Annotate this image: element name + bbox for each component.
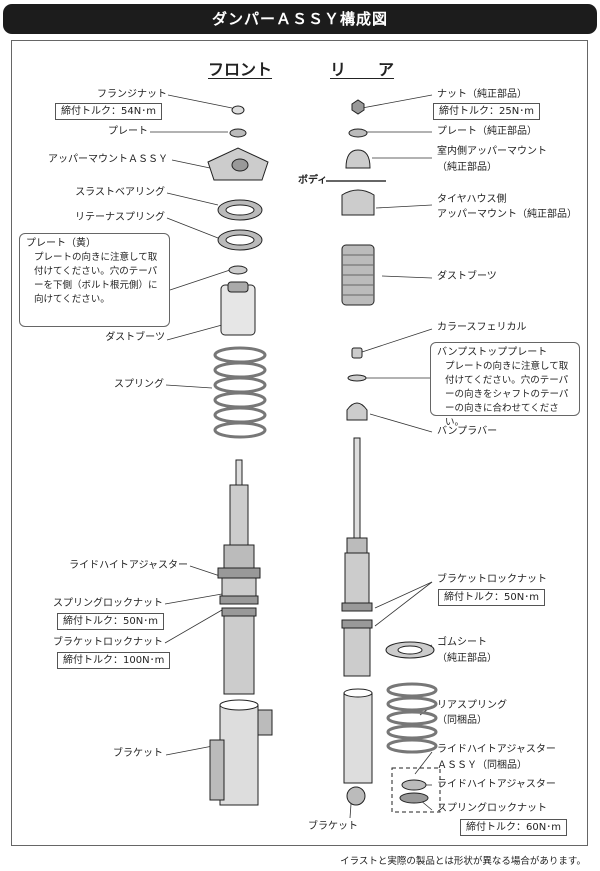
label-spring-lock-nut: スプリングロックナット: [53, 598, 163, 609]
rear-parts: [341, 99, 441, 813]
torque-bracket-lock-nut: 締付トルク：100N･m: [57, 652, 171, 669]
label-tire-mount-2: アッパーマウント（純正部品）: [437, 209, 577, 220]
label-bracket: ブラケット: [113, 748, 163, 759]
label-rear-ride-height-adjuster: ライドハイトアジャスター: [437, 779, 556, 790]
label-rubber-seat: ゴムシート: [437, 637, 487, 648]
label-tire-mount: タイヤハウス側: [437, 194, 507, 205]
label-inner-mount: 室内側アッパーマウント: [437, 146, 547, 157]
heading-rear: リ ア: [330, 60, 395, 79]
label-rear-spring-2: （同梱品）: [437, 715, 487, 726]
note-body: プレートの向きに注意して取付けてください。穴のテーパーを下側（ボルト根元側）に向…: [34, 252, 158, 305]
note-title: バンプストッププレート: [437, 347, 548, 358]
label-plate: プレート: [108, 126, 148, 137]
label-rear-bracket-lock-nut: ブラケットロックナット: [437, 574, 547, 585]
leader-lines: [150, 94, 433, 819]
label-inner-mount-note: （純正部品）: [437, 162, 497, 173]
torque-rear-bracket-lock-nut: 締付トルク：50N･m: [438, 589, 545, 606]
label-rha-assy-2: ＡＳＳＹ（同梱品）: [437, 760, 527, 771]
front-plate-note: プレート（黄） プレートの向きに注意して取付けてください。穴のテーパーを下側（ボ…: [19, 233, 170, 327]
label-rear-plate: プレート（純正部品）: [437, 126, 537, 137]
rear-bump-plate-note: バンプストッププレート プレートの向きに注意して取付けてください。穴のテーパーの…: [430, 342, 580, 428]
label-upper-mount: アッパーマウントＡＳＳＹ: [48, 154, 168, 165]
label-rear-spring: リアスプリング: [437, 700, 507, 711]
label-ride-height-adjuster: ライドハイトアジャスター: [69, 560, 188, 571]
footer-disclaimer: イラストと実際の製品とは形状が異なる場合があります。: [340, 856, 586, 867]
note-body: プレートの向きに注意して取付けてください。穴のテーパーの向きをシャフトのテーパー…: [445, 361, 569, 428]
torque-rear-spring-lock-nut: 締付トルク：60N･m: [460, 819, 567, 836]
label-dust-boot: ダストブーツ: [105, 332, 165, 343]
label-rear-nut: ナット（純正部品）: [437, 89, 527, 100]
torque-flange-nut: 締付トルク：54N･m: [55, 103, 162, 120]
label-rear-dust-boot: ダストブーツ: [437, 271, 497, 282]
front-parts: [207, 105, 273, 806]
label-rear-bracket: ブラケット: [308, 821, 358, 832]
label-rha-assy: ライドハイトアジャスター: [437, 744, 556, 755]
label-thrust-bearing: スラストベアリング: [75, 187, 165, 198]
note-title: プレート（黄）: [26, 238, 96, 249]
label-retainer-spring: リテーナスプリング: [75, 212, 165, 223]
label-rear-spring-lock-nut: スプリングロックナット: [437, 803, 547, 814]
label-rubber-seat-2: （純正部品）: [437, 653, 497, 664]
label-collar: カラースフェリカル: [437, 322, 527, 333]
label-bracket-lock-nut: ブラケットロックナット: [53, 637, 163, 648]
label-body: ボディ: [298, 175, 328, 186]
page-title: ダンパーＡＳＳＹ構成図: [3, 4, 597, 34]
label-spring: スプリング: [114, 379, 164, 390]
torque-spring-lock-nut: 締付トルク：50N･m: [57, 613, 164, 630]
diagram-frame: [11, 40, 588, 846]
label-bump-rubber: バンプラバー: [437, 426, 498, 437]
heading-front: フロント: [208, 60, 273, 79]
torque-rear-nut: 締付トルク：25N･m: [433, 103, 540, 120]
label-flange-nut: フランジナット: [97, 89, 167, 100]
